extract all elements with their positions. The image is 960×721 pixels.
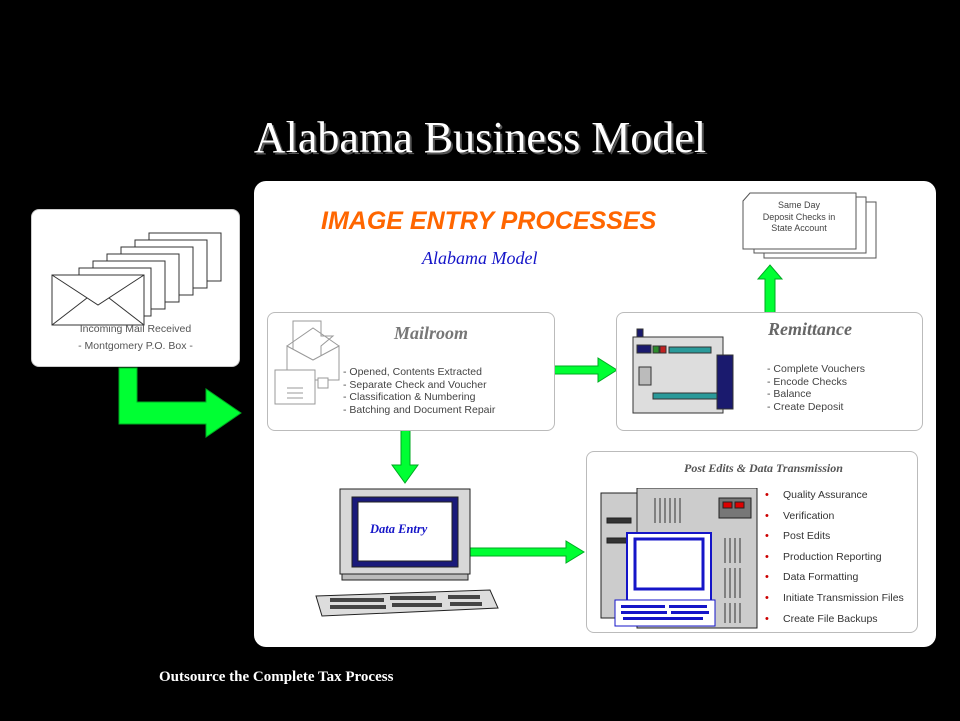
envelope-stack-icon: [51, 232, 222, 326]
arrow-mailroom-to-dataentry: [391, 428, 419, 484]
data-entry-label: Data Entry: [370, 522, 428, 536]
post-edits-item: •Create File Backups: [765, 609, 904, 630]
post-edits-item: •Production Reporting: [765, 547, 904, 568]
slide-title: Alabama Business Model: [253, 113, 707, 162]
incoming-mail-card: Incoming Mail Received - Montgomery P.O.…: [31, 209, 240, 367]
remittance-step-2: - Encode Checks: [767, 375, 847, 388]
server-workstation-icon: [600, 488, 758, 629]
data-entry-computer-icon: [315, 488, 499, 617]
open-envelope-icon: [274, 320, 340, 405]
bullet-icon: •: [765, 530, 769, 543]
mailroom-step-2: - Separate Check and Voucher: [343, 378, 487, 391]
post-edits-heading: Post Edits & Data Transmission: [684, 461, 843, 475]
remittance-heading: Remittance: [768, 319, 852, 339]
post-edits-item: •Data Formatting: [765, 567, 904, 588]
mailroom-step-3: - Classification & Numbering: [343, 391, 476, 404]
remittance-steps: - Complete Vouchers - Encode Checks - Ba…: [767, 363, 865, 413]
post-edits-list: •Quality Assurance •Verification •Post E…: [765, 485, 904, 629]
bullet-icon: •: [765, 591, 769, 604]
slide-footer: Outsource the Complete Tax Process: [159, 669, 394, 685]
arrow-dataentry-to-postedits: [466, 540, 585, 564]
remittance-step-4: - Create Deposit: [767, 400, 844, 413]
bullet-icon: •: [765, 489, 769, 501]
bullet-icon: •: [765, 571, 769, 584]
deposit-line2: Deposit Checks in: [762, 211, 836, 222]
check-encoder-icon: [632, 328, 734, 414]
bullet-icon: •: [765, 612, 769, 625]
deposit-cards-icon: [742, 192, 877, 259]
mailroom-step-4: - Batching and Document Repair: [343, 403, 496, 416]
post-edits-item: •Verification: [765, 506, 904, 527]
mailroom-steps: - Opened, Contents Extracted - Separate …: [343, 366, 495, 416]
post-edits-item: •Quality Assurance: [765, 485, 904, 506]
post-edits-box: Post Edits & Data Transmission: [586, 451, 918, 633]
mailroom-box: Mailroom - Opened, Contents Extracted - …: [267, 312, 555, 431]
incoming-mail-line1: Incoming Mail Received: [79, 323, 192, 335]
deposit-line1: Same Day: [777, 200, 821, 210]
remittance-box: Remittance - Complete Vouchers - Encode …: [616, 312, 923, 431]
incoming-mail-line2: - Montgomery P.O. Box -: [78, 340, 193, 352]
bullet-icon: •: [765, 509, 769, 522]
bullet-icon: •: [765, 550, 769, 563]
post-edits-item: •Post Edits: [765, 526, 904, 547]
arrow-remittance-to-deposit: [756, 264, 784, 314]
mailroom-step-1: - Opened, Contents Extracted: [343, 366, 482, 378]
deposit-line3: State Account: [771, 223, 827, 233]
post-edits-item: •Initiate Transmission Files: [765, 588, 904, 609]
arrow-mail-to-panel: [118, 367, 242, 438]
arrow-mailroom-to-remittance: [553, 357, 618, 383]
panel-subtitle: Alabama Model: [422, 248, 538, 268]
mailroom-heading: Mailroom: [394, 323, 469, 343]
remittance-step-1: - Complete Vouchers: [767, 363, 866, 375]
panel-title: IMAGE ENTRY PROCESSES: [321, 207, 657, 235]
remittance-step-3: - Balance: [767, 388, 812, 401]
